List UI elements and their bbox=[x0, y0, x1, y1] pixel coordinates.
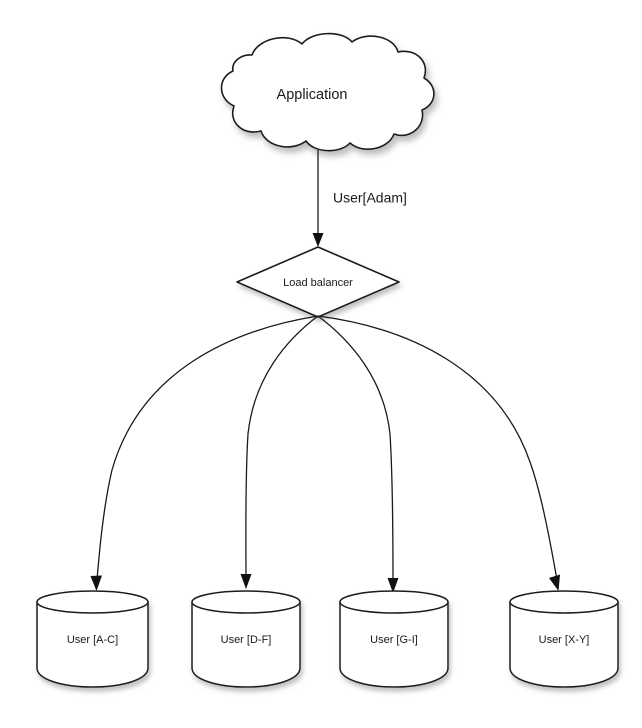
edge-lb-to-shard-3 bbox=[317, 315, 399, 593]
load-balancer-label: Load balancer bbox=[283, 277, 353, 289]
edge-label-user-adam: User[Adam] bbox=[333, 190, 407, 206]
arrowhead-shard-4 bbox=[549, 574, 560, 591]
shard-1-label: User [A-C] bbox=[67, 634, 118, 646]
edge-lb-to-shard-2 bbox=[240, 315, 319, 589]
arrowhead-shard-1 bbox=[90, 575, 102, 591]
shard-3-cylinder-body bbox=[339, 601, 449, 688]
edge-lb-to-shard-1 bbox=[90, 315, 319, 591]
shard-3-label: User [G-I] bbox=[370, 634, 418, 646]
edge-curve-shard-1 bbox=[96, 315, 319, 581]
shard-1-cylinder-body bbox=[36, 601, 149, 688]
arrowhead-app-lb bbox=[312, 233, 324, 247]
shard-1-body-group bbox=[36, 590, 149, 688]
cloud-shape bbox=[220, 32, 435, 152]
application-label: Application bbox=[277, 87, 348, 103]
node-shard-4[interactable]: User [X-Y] bbox=[509, 590, 619, 688]
node-shard-2[interactable]: User [D-F] bbox=[191, 590, 301, 688]
shard-1-cylinder-top bbox=[36, 590, 149, 614]
arrowhead-shard-3 bbox=[387, 578, 399, 593]
node-shard-3[interactable]: User [G-I] bbox=[339, 590, 449, 688]
shard-4-cylinder-top bbox=[509, 590, 619, 614]
shard-2-body-group bbox=[191, 590, 301, 688]
node-application[interactable]: Application bbox=[220, 32, 435, 152]
shard-3-body-group bbox=[339, 590, 449, 688]
edge-lb-to-shard-4 bbox=[317, 315, 560, 591]
edge-application-to-load-balancer: User[Adam] bbox=[312, 150, 407, 247]
edge-curve-shard-3 bbox=[317, 315, 394, 583]
shard-2-label: User [D-F] bbox=[221, 634, 272, 646]
arrowhead-shard-2 bbox=[240, 574, 252, 589]
shard-4-label: User [X-Y] bbox=[539, 634, 590, 646]
shard-2-cylinder-body bbox=[191, 601, 301, 688]
diamond-shape bbox=[236, 246, 400, 318]
shard-4-cylinder-body bbox=[509, 601, 619, 688]
edge-curve-shard-4 bbox=[317, 315, 558, 581]
edge-curve-shard-2 bbox=[245, 315, 319, 579]
node-load-balancer[interactable]: Load balancer bbox=[236, 246, 400, 318]
shard-3-cylinder-top bbox=[339, 590, 449, 614]
shard-2-cylinder-top bbox=[191, 590, 301, 614]
shard-4-body-group bbox=[509, 590, 619, 688]
node-shard-1[interactable]: User [A-C] bbox=[36, 590, 149, 688]
